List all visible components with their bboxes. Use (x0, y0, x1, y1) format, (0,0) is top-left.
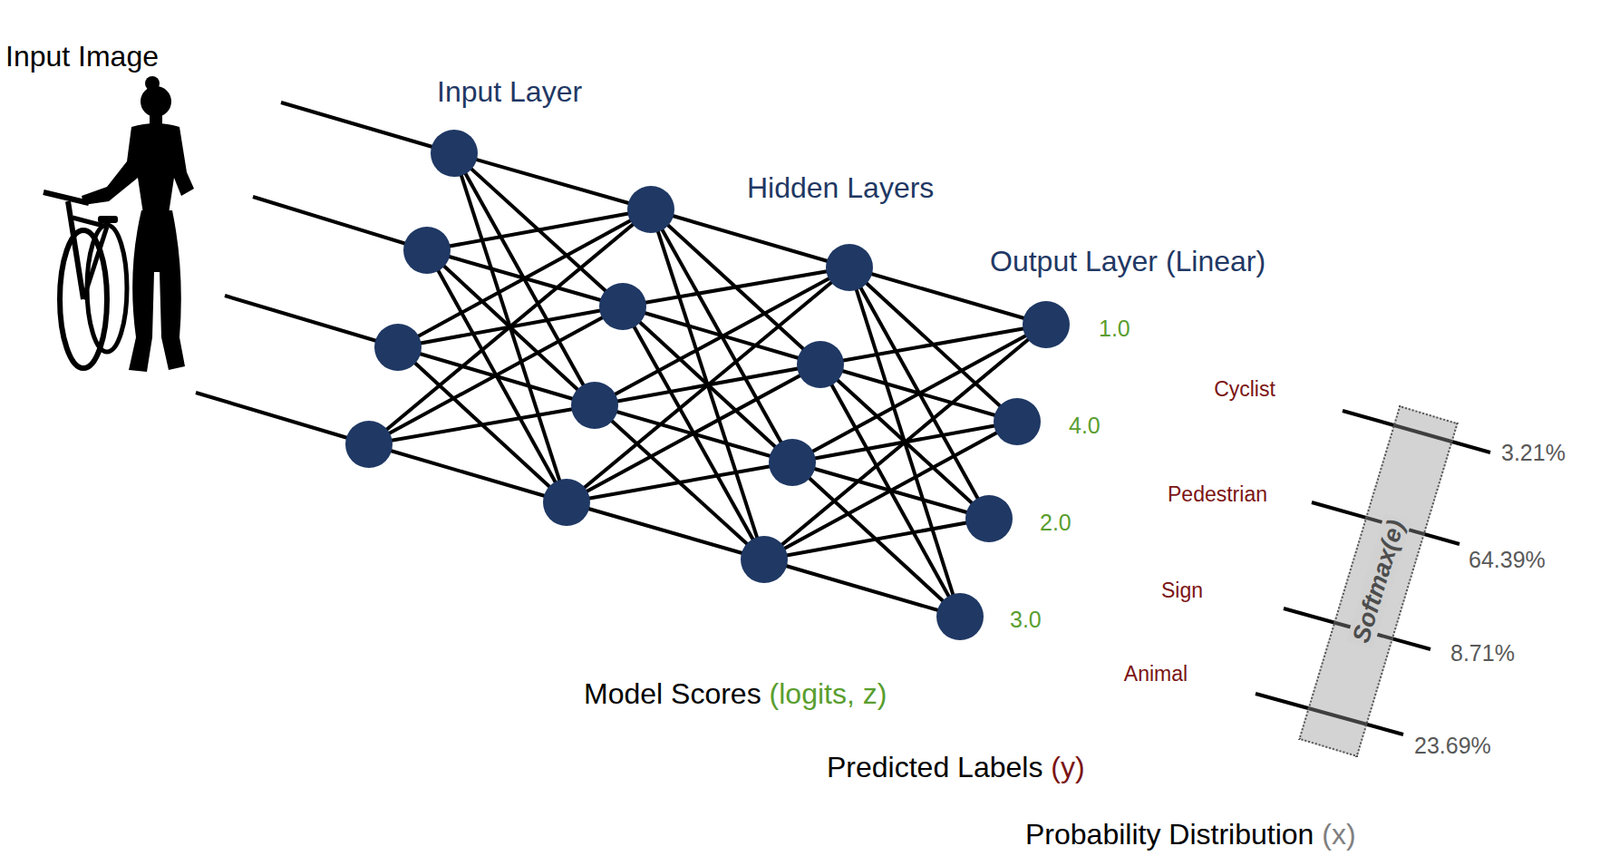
text-label: (logits, z) (769, 677, 888, 711)
text-label: 23.69% (1414, 732, 1492, 759)
neuron (543, 478, 591, 526)
neuron (965, 494, 1013, 543)
weight-line (368, 306, 623, 445)
neural-network (195, 102, 1070, 640)
neuron (768, 438, 816, 486)
weight-line (368, 444, 567, 503)
text-label: Input Image (5, 39, 159, 74)
text-label: Input Layer (436, 75, 582, 109)
input-line (252, 196, 427, 251)
text-label: Animal (1124, 661, 1188, 686)
input-line (224, 295, 398, 348)
text-label: Output Layer (Linear) (989, 244, 1266, 279)
text-label: 1.0 (1098, 315, 1131, 342)
weight-line (764, 421, 1018, 560)
weight-line (566, 502, 765, 560)
neuron (825, 243, 873, 291)
text-label: (x) (1321, 817, 1356, 852)
text-label: Predicted Labels (826, 750, 1043, 785)
neuron (374, 323, 422, 371)
text-label: (y) (1050, 750, 1085, 785)
text-label: 8.71% (1450, 640, 1515, 667)
weight-line (566, 462, 793, 503)
neuron (430, 129, 478, 177)
neuron (740, 535, 788, 583)
text-label: 4.0 (1068, 412, 1101, 439)
text-label: Cyclist (1213, 377, 1276, 401)
neuron (993, 397, 1041, 446)
neuron (936, 592, 984, 640)
neuron (627, 185, 675, 233)
softmax-band: Softmax(e) (1298, 405, 1458, 757)
neuron (403, 226, 451, 274)
weight-line (594, 267, 850, 406)
band-text: Softmax(e) (1345, 513, 1411, 650)
weight-line (566, 267, 850, 503)
neuron (599, 282, 647, 330)
text-label: Probability Distribution (1025, 817, 1314, 852)
text-label: 64.39% (1468, 546, 1546, 573)
neuron (571, 381, 619, 429)
weight-line (764, 559, 960, 617)
text-label: Hidden Layers (746, 171, 934, 205)
weight-line (566, 364, 821, 503)
weight-line (368, 209, 651, 445)
text-label: Pedestrian (1167, 482, 1268, 506)
text-label: 2.0 (1039, 509, 1072, 536)
input-line (195, 392, 369, 445)
weight-line (764, 324, 1047, 560)
weight-line (764, 518, 990, 560)
text-label: 3.21% (1501, 439, 1566, 466)
neuron (1022, 300, 1070, 349)
neuron (345, 420, 393, 468)
weight-line (368, 405, 595, 445)
person-with-bicycle (43, 76, 194, 372)
text-label: 3.0 (1009, 606, 1042, 633)
text-label: Sign (1161, 578, 1203, 602)
weight-line (426, 209, 651, 251)
weight-line (397, 209, 651, 348)
text-label: Model Scores (583, 677, 762, 711)
neuron (796, 340, 844, 388)
weight-line (792, 324, 1047, 463)
input-line (281, 102, 455, 154)
